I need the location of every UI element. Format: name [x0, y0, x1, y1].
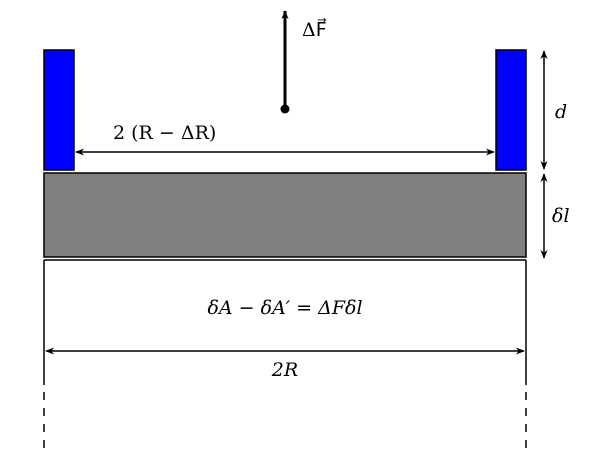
right-wall: [495, 49, 527, 171]
d-label: d: [555, 101, 567, 123]
inner-width-label: 2 (R − ΔR): [113, 122, 216, 144]
force-label: ΔF⃗: [302, 18, 327, 41]
delta-l-label: δl: [552, 205, 570, 227]
left-wall: [43, 49, 75, 171]
force-origin-dot: [280, 104, 290, 114]
grey-slab: [43, 172, 527, 258]
work-equation: δA − δA′ = ΔFδl: [207, 297, 362, 319]
outer-width-label: 2R: [271, 359, 298, 381]
